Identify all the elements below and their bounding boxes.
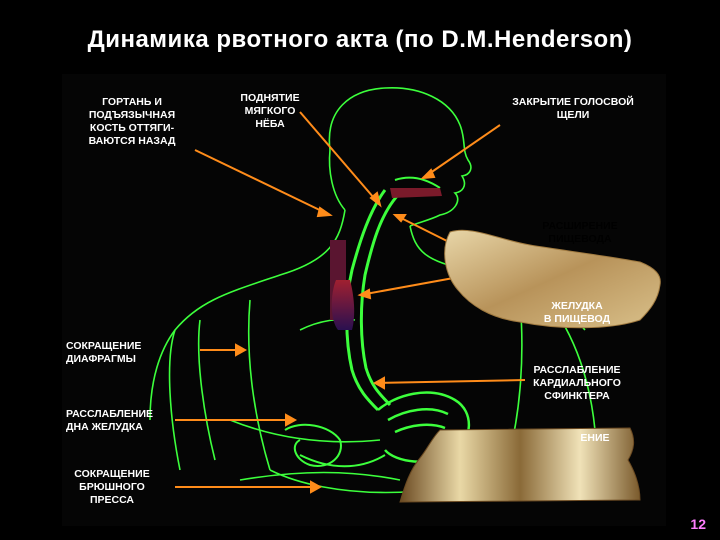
label-partial: ЕНИЕ: [580, 432, 610, 444]
label-line: ПОДЪЯЗЫЧНАЯ: [88, 109, 176, 122]
label-larynx: ГОРТАНЬ И ПОДЪЯЗЫЧНАЯ КОСТЬ ОТТЯГИ- ВАЮТ…: [82, 96, 182, 149]
slide-title: Динамика рвотного акта (по D.M.Henderson…: [87, 26, 633, 53]
label-stomach-to-esophagus: ЖЕЛУДКА В ПИЩЕВОД: [522, 300, 632, 326]
parchment-overlay-bottom: [399, 427, 641, 503]
label-line: ПОДНЯТИЕ: [240, 92, 300, 104]
label-line: ПИЩЕВОДА: [548, 233, 612, 246]
label-line: В ПИЩЕВОД: [543, 313, 611, 326]
label-line: ВАЮТСЯ НАЗАД: [88, 135, 176, 148]
label-line: ДНА ЖЕЛУДКА: [66, 421, 143, 434]
airway: [394, 176, 441, 189]
label-line: БРЮШНОГО: [79, 481, 145, 494]
parchment-overlay-top: [444, 229, 661, 329]
label-line: РАССЛАБЛЕНИЕ: [66, 408, 154, 420]
stomach: [377, 391, 471, 463]
label-fundus: РАССЛАБЛЕНИЕ ДНА ЖЕЛУДКА: [66, 408, 176, 434]
label-line: МЯГКОГО: [244, 105, 296, 118]
label-abdominal: СОКРАЩЕНИЕ БРЮШНОГО ПРЕССА: [66, 468, 158, 507]
esophagus-contents: [331, 280, 355, 330]
label-line: ЩЕЛИ: [556, 109, 590, 122]
label-glottis: ЗАКРЫТИЕ ГОЛОСВОЙ ЩЕЛИ: [488, 96, 658, 122]
arrows: [175, 111, 526, 494]
label-line: РАССЛАБЛЕНИЕ: [533, 364, 621, 376]
label-line: СФИНКТЕРА: [544, 390, 610, 403]
page-number: 12: [690, 516, 706, 532]
label-esophagus: РАСШИРЕНИЕ ПИЩЕВОДА: [520, 220, 640, 246]
label-line: РАСШИРЕНИЕ: [542, 220, 618, 232]
label-line: КАРДИАЛЬНОГО: [533, 377, 621, 390]
nasopharynx: [390, 188, 442, 198]
label-line: СОКРАЩЕНИЕ: [66, 340, 142, 352]
label-soft-palate: ПОДНЯТИЕ МЯГКОГО НЁБА: [230, 92, 310, 131]
label-line: ЖЕЛУДКА: [551, 300, 603, 312]
label-diaphragm: СОКРАЩЕНИЕ ДИАФРАГМЫ: [66, 340, 176, 366]
esophagus: [345, 189, 400, 412]
label-line: СОКРАЩЕНИЕ: [74, 468, 150, 480]
label-line: ПРЕССА: [89, 494, 135, 507]
body-outline: [149, 87, 596, 494]
label-line: КОСТЬ ОТТЯГИ-: [89, 122, 175, 135]
intestine: [284, 423, 386, 468]
label-line: НЁБА: [255, 118, 285, 131]
label-line: ЗАКРЫТИЕ ГОЛОСВОЙ: [512, 96, 634, 108]
label-line: ДИАФРАГМЫ: [66, 353, 136, 366]
label-line: ГОРТАНЬ И: [102, 96, 162, 108]
label-cardiac: РАССЛАБЛЕНИЕ КАРДИАЛЬНОГО СФИНКТЕРА: [518, 364, 636, 403]
